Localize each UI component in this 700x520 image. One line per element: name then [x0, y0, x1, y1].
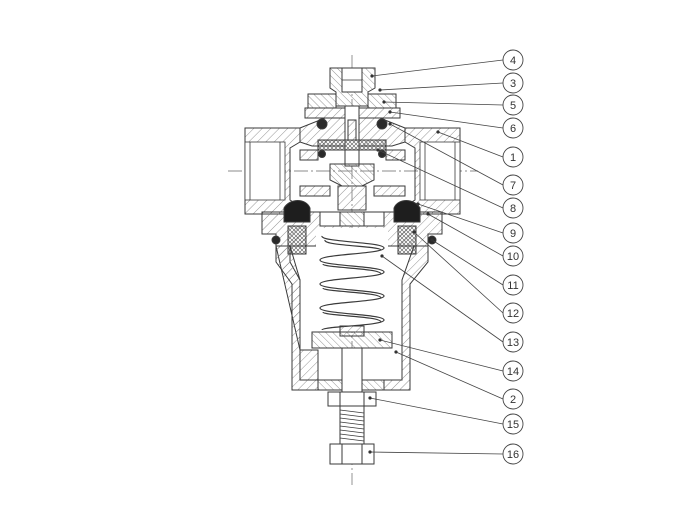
leader-line — [413, 231, 504, 314]
leader-dot — [436, 130, 440, 134]
callout-10: 10 — [426, 212, 524, 267]
balloon — [502, 146, 524, 168]
leader-line — [369, 397, 504, 425]
balloon-label: 11 — [507, 280, 518, 292]
callout-12: 12 — [412, 230, 524, 324]
leader-dot — [430, 238, 434, 242]
leader-line — [379, 82, 504, 91]
callout-16: 16 — [368, 443, 524, 465]
callout-group: 4 3 5 6 1 7 8 9 10 11 12 13 14 2 15 16 — [368, 49, 524, 465]
leader-dot — [382, 100, 386, 104]
balloon — [502, 197, 524, 219]
balloon-label: 4 — [510, 55, 516, 67]
leader-dot — [378, 338, 382, 342]
leader-dot — [394, 350, 398, 354]
balloon-label: 7 — [510, 180, 516, 192]
balloon — [502, 360, 524, 382]
leader-line — [379, 339, 504, 372]
leader-line — [437, 131, 504, 158]
balloon — [502, 413, 524, 435]
stem-assembly — [316, 105, 388, 211]
balloon-label: 3 — [510, 78, 516, 90]
balloon-label: 8 — [510, 203, 516, 215]
leader-dot — [416, 202, 420, 206]
balloon — [502, 222, 524, 244]
spring — [316, 228, 388, 332]
balloon — [502, 443, 524, 465]
leader-dot — [376, 148, 380, 152]
spring-housing — [275, 245, 429, 391]
balloon — [502, 274, 524, 296]
leader-line — [431, 239, 504, 286]
callout-13: 13 — [380, 254, 524, 353]
leader-line — [381, 255, 504, 343]
balloon-label: 14 — [507, 366, 519, 378]
balloon — [502, 117, 524, 139]
leader-dot — [388, 122, 392, 126]
balloon-label: 2 — [510, 394, 516, 406]
callout-15: 15 — [368, 396, 524, 435]
leader-line — [427, 213, 504, 257]
callout-8: 8 — [376, 148, 524, 219]
balloon — [502, 388, 524, 410]
balloon — [502, 94, 524, 116]
leader-dot — [378, 88, 382, 92]
callout-3: 3 — [378, 72, 524, 94]
callout-14: 14 — [378, 338, 524, 382]
leader-line — [383, 101, 504, 106]
balloon-label: 1 — [510, 152, 516, 164]
leader-dot — [388, 110, 392, 114]
port-threads — [244, 141, 461, 201]
spring-plate — [311, 325, 393, 349]
balloon — [502, 49, 524, 71]
leader-dot — [368, 450, 372, 454]
balloon — [502, 302, 524, 324]
balloon-label: 13 — [507, 337, 519, 349]
balloon-label: 10 — [507, 251, 519, 263]
adjusting-screw — [327, 347, 377, 465]
leader-dot — [368, 396, 372, 400]
callout-11: 11 — [430, 238, 524, 296]
leader-dot — [412, 230, 416, 234]
leader-line — [417, 203, 504, 234]
callout-7: 7 — [388, 122, 524, 196]
leader-line — [389, 123, 504, 186]
leader-dot — [426, 212, 430, 216]
callout-1: 1 — [436, 130, 524, 168]
balloon — [502, 331, 524, 353]
balloon-label: 9 — [510, 228, 516, 240]
callout-5: 5 — [382, 94, 524, 116]
balloon-label: 15 — [507, 419, 519, 431]
callout-6: 6 — [388, 110, 524, 139]
leader-line — [395, 351, 504, 400]
balloon-label: 5 — [510, 100, 516, 112]
callout-9: 9 — [416, 202, 524, 244]
balloon-label: 6 — [510, 123, 516, 135]
balloon — [502, 245, 524, 267]
leader-dot — [370, 74, 374, 78]
balloon — [502, 174, 524, 196]
leader-line — [389, 111, 504, 129]
leader-dot — [380, 254, 384, 258]
leader-line — [371, 59, 504, 77]
callout-4: 4 — [370, 49, 524, 78]
callout-2: 2 — [394, 350, 524, 410]
leader-line — [369, 451, 504, 455]
balloon — [502, 72, 524, 94]
leader-line — [377, 149, 504, 209]
balloon-label: 12 — [507, 308, 519, 320]
balloon-label: 16 — [507, 449, 519, 461]
